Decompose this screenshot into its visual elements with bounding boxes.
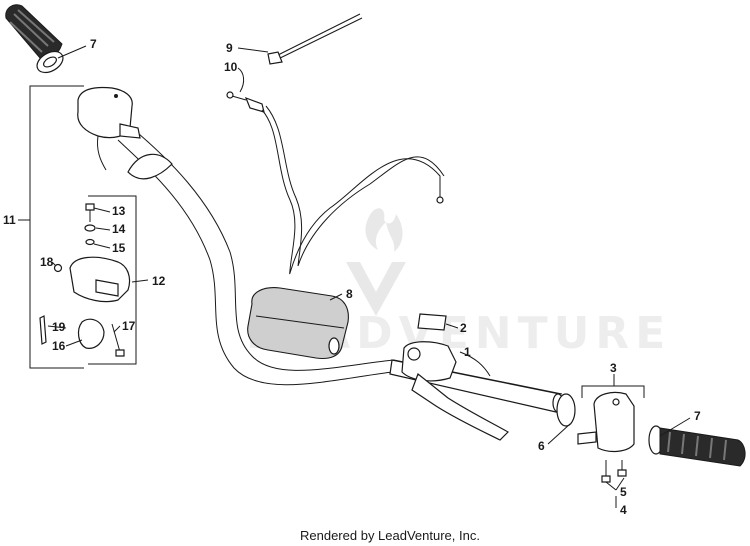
callout-6: 6 (538, 439, 545, 453)
callout-11: 11 (3, 213, 16, 227)
throttle-housing (77, 86, 141, 171)
throttle-cable (226, 91, 445, 274)
handlebar (117, 127, 564, 413)
right-grip (648, 425, 746, 467)
callout-15: 15 (112, 241, 126, 255)
callout-1: 1 (464, 345, 471, 359)
callout-9: 9 (226, 41, 233, 55)
switch-housing-parts (39, 203, 131, 357)
brake-lever-assembly (401, 313, 509, 441)
callout-12: 12 (152, 274, 166, 288)
callout-16: 16 (52, 339, 66, 353)
cable-tie (267, 13, 363, 65)
leader-lines (47, 45, 691, 508)
callout-18: 18 (40, 255, 54, 269)
callout-7-right: 7 (694, 409, 701, 423)
handlebar-pad (247, 287, 349, 360)
callout-3: 3 (610, 361, 617, 375)
callout-labels: 7 9 10 11 13 14 15 18 12 19 16 17 8 2 1 … (3, 37, 701, 517)
leadventure-watermark-logo (346, 208, 406, 316)
callout-5: 5 (620, 485, 627, 499)
callout-4: 4 (620, 503, 627, 517)
callout-2: 2 (460, 321, 467, 335)
callout-7-left: 7 (90, 37, 97, 51)
left-grip (5, 4, 64, 74)
right-switch-housing (556, 385, 645, 483)
group-12-bracket (88, 195, 137, 365)
callout-8: 8 (346, 287, 353, 301)
callout-14: 14 (112, 222, 126, 236)
footer-credit: Rendered by LeadVenture, Inc. (300, 528, 480, 543)
callout-13: 13 (112, 204, 126, 218)
callout-17: 17 (122, 319, 136, 333)
callout-10: 10 (224, 60, 238, 74)
callout-19: 19 (52, 320, 66, 334)
group-11-bracket (29, 85, 84, 369)
